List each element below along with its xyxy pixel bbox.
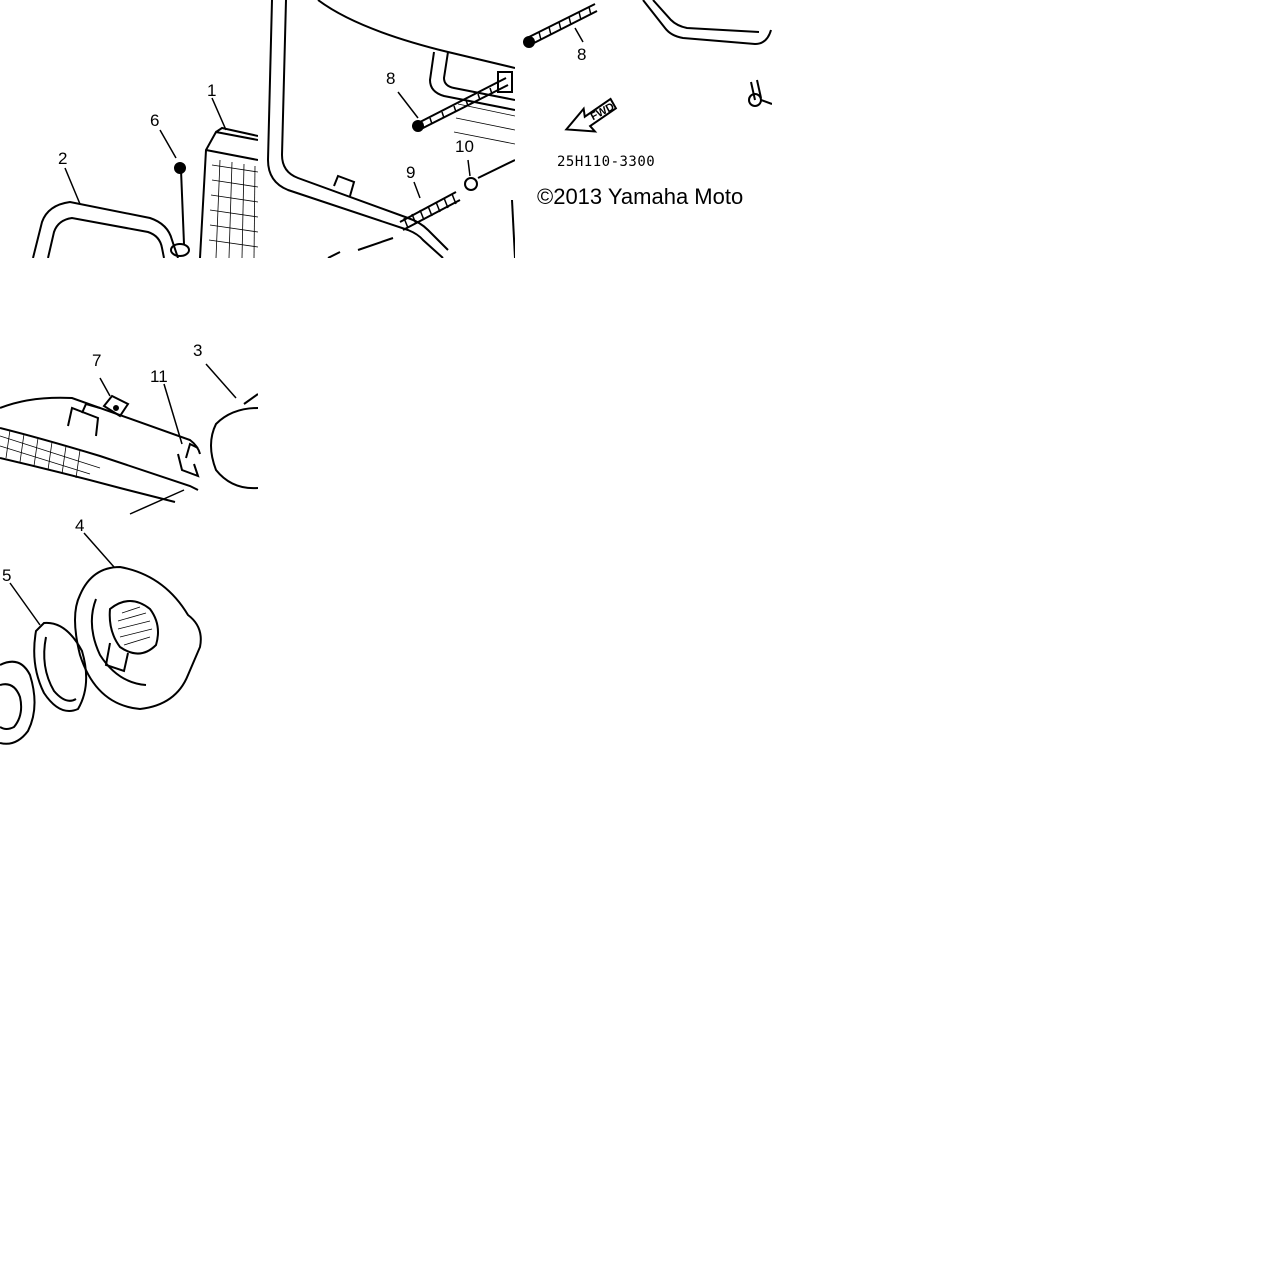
- headlight-body-drawing: [32, 97, 258, 258]
- part-code: 25H110-3300: [557, 154, 656, 170]
- callout-8-left: 8: [386, 69, 396, 88]
- callout-4: 4: [75, 516, 85, 535]
- legend-drawing: FWD: [523, 0, 772, 133]
- socket-drawing: [0, 532, 202, 745]
- copyright-text: ©2013 Yamaha Moto: [537, 184, 744, 209]
- diagram-tile-socket: 4 5: [0, 515, 258, 772]
- callout-6: 6: [150, 111, 160, 130]
- lens-clip-drawing: [0, 363, 258, 515]
- callout-8-right: 8: [577, 45, 587, 64]
- callout-2: 2: [58, 149, 68, 168]
- frame-drawing: [266, 0, 515, 258]
- diagram-tile-frame: 8 9 10: [258, 0, 515, 258]
- callout-7: 7: [92, 351, 102, 370]
- callout-3: 3: [193, 341, 203, 360]
- callout-5: 5: [2, 566, 12, 585]
- callout-9: 9: [406, 163, 416, 182]
- callout-1: 1: [207, 81, 217, 100]
- fwd-arrow-icon: FWD: [564, 97, 618, 133]
- callout-11: 11: [150, 367, 168, 386]
- fwd-label: FWD: [589, 101, 617, 123]
- diagram-tile-legend: FWD 8 25H110-3300 ©2013 Yamaha Moto: [515, 0, 772, 258]
- diagram-tile-headlight-body: 6 2 1: [0, 0, 258, 258]
- diagram-tile-lens-clip: 7 11 3: [0, 258, 258, 515]
- callout-10: 10: [455, 137, 474, 156]
